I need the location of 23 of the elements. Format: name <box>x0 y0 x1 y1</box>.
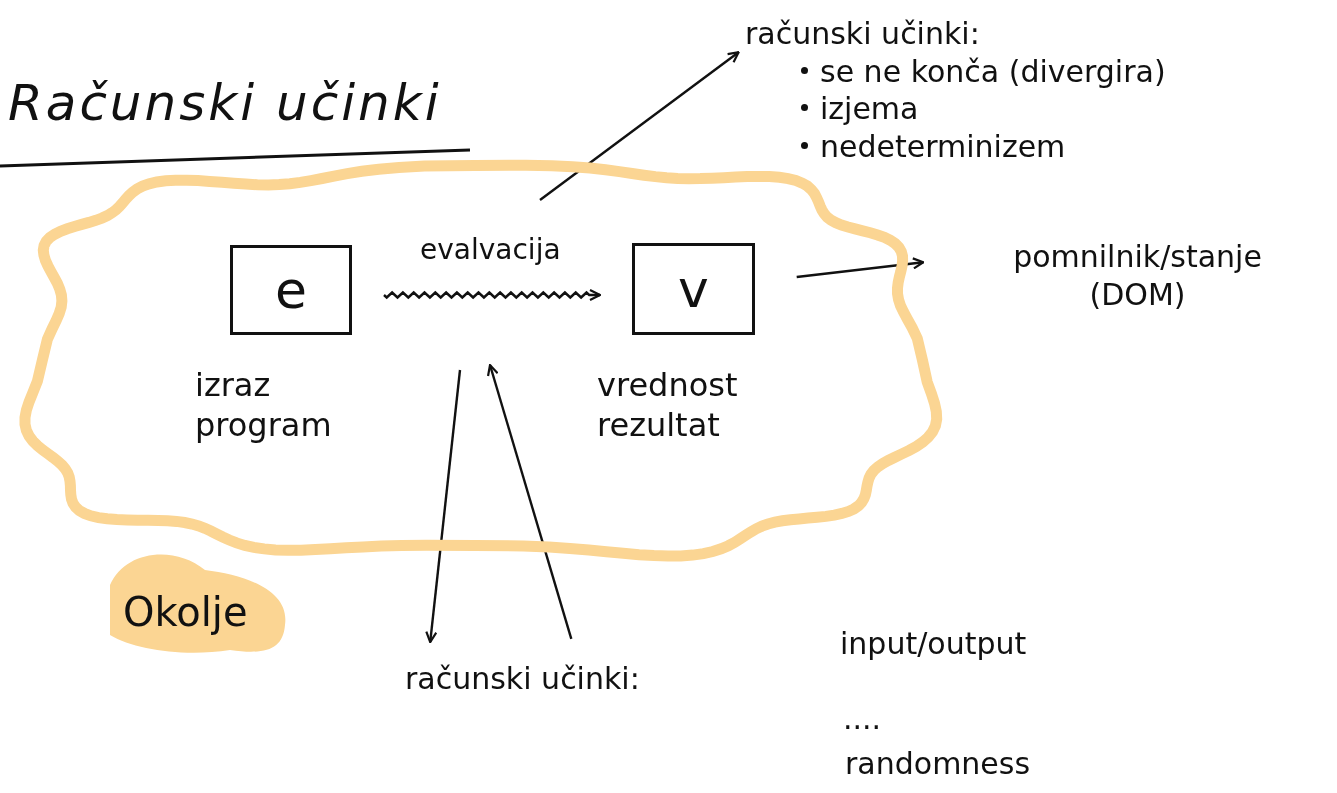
caption-text: vrednost <box>597 365 738 405</box>
effect-example: randomness <box>845 745 1031 783</box>
value-box: e <box>230 245 352 335</box>
environment-label: Okolje <box>123 588 248 637</box>
caption-text: izraz <box>195 365 272 405</box>
memory-label: (DOM) <box>1088 275 1187 313</box>
arrow <box>539 51 740 201</box>
wavy-arrow <box>383 288 602 302</box>
caption-text: rezultat <box>597 405 721 445</box>
memory-label: pomnilnik/stanje <box>1012 238 1263 276</box>
effect-example: input/output <box>840 625 1027 663</box>
arrow <box>486 363 573 640</box>
effects-heading: računski učinki: <box>745 15 981 53</box>
title: Računski učinki <box>8 73 442 134</box>
effects-heading: računski učinki: <box>405 660 641 698</box>
value-box: v <box>632 243 755 335</box>
bullet-item: se ne konča (divergira) <box>820 52 1167 90</box>
bullet-item: nedeterminizem <box>820 127 1067 165</box>
arrow <box>425 369 462 644</box>
arrow <box>796 257 925 279</box>
caption-text: program <box>195 405 332 445</box>
bullet-item: izjema <box>820 90 920 128</box>
effect-example: .... <box>843 700 882 738</box>
